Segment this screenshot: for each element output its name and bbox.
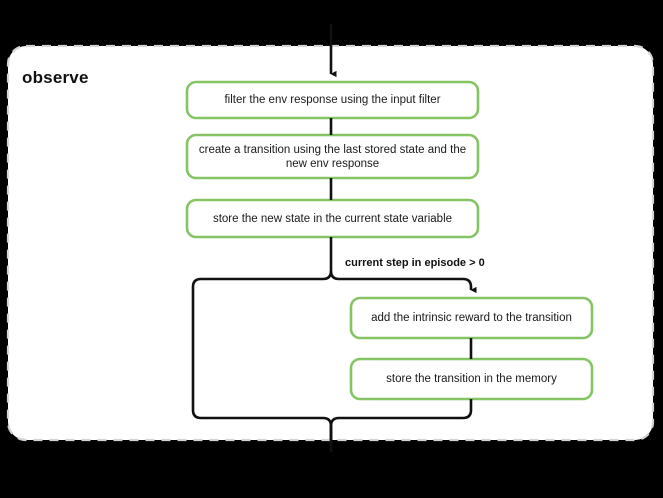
edge-merge-to-exit: [329, 399, 473, 440]
edge-branch-condition-true: [329, 270, 477, 294]
node-box-store-transition-memory[interactable]: [349, 357, 594, 401]
group-title-observe: observe: [22, 68, 89, 87]
node-box-store-new-state[interactable]: [185, 198, 480, 239]
edge-label-current-step-condition: current step in episode > 0: [345, 257, 485, 269]
node-box-filter-env-response[interactable]: [185, 80, 480, 120]
edge-branch-bypass: [191, 270, 333, 440]
node-box-add-intrinsic-reward[interactable]: [349, 296, 594, 340]
node-box-create-transition[interactable]: [185, 133, 480, 180]
